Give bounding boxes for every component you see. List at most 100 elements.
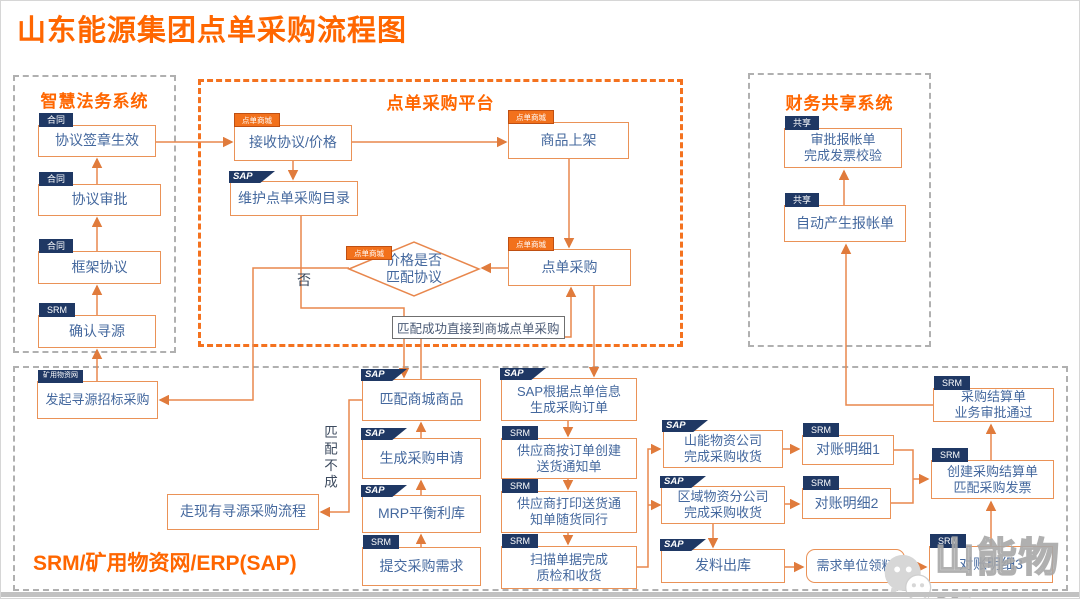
node-goods-on-shelf: 点单商城 商品上架 (508, 110, 629, 159)
finance-shared-title: 财务共享系统 (785, 94, 894, 113)
tag-sap-logo: SAP (662, 420, 708, 432)
erp-srm-label: SRM/矿用物资网/ERP(SAP) (33, 552, 297, 575)
decision-price-match: 价格是否 匹配协议 (386, 251, 442, 286)
node-maintain-catalog: SAP 维护点单采购目录 (229, 171, 358, 216)
node-supplier-print-asn: SRM 供应商打印送货通 知单随货同行 (501, 479, 637, 533)
tag-share: 共享 (785, 193, 820, 208)
node-confirm-sourcing: SRM 确认寻源 (38, 303, 156, 348)
container-finance-shared (748, 73, 931, 347)
tag-contract: 合同 (39, 172, 74, 187)
node-label: 自动产生报帐单 (796, 214, 894, 231)
node-label: 创建采购结算单 匹配采购发票 (946, 463, 1038, 495)
node-label: 协议签章生效 (55, 132, 139, 149)
tag-srm: SRM (363, 535, 399, 550)
node-label: 供应商打印送货通 知单随货同行 (516, 496, 621, 527)
node-label: 需求单位领料 (816, 558, 895, 574)
node-agreement-approval: 合同 协议审批 (38, 172, 161, 216)
node-shanneng-receive: SAP 山能物资公司 完成采购收货 (662, 420, 783, 468)
node-label: 发料出库 (695, 557, 751, 574)
tag-order-mall: 点单商城 (346, 246, 392, 261)
node-regional-receive: SAP 区域物资分公司 完成采购收货 (660, 476, 785, 524)
node-auto-expense-doc: 共享 自动产生报帐单 (784, 193, 906, 242)
node-label: 商品上架 (540, 131, 597, 148)
tag-sap-logo: SAP (660, 539, 706, 551)
node-label: SAP根据点单信息 生成采购订单 (516, 383, 621, 415)
tag-srm: SRM (932, 448, 968, 463)
tag-sap-logo: SAP (229, 171, 275, 183)
order-platform-title: 点单采购平台 (386, 94, 495, 113)
node-sign-effective: 合同 协议签章生效 (38, 113, 156, 157)
tag-mining-net: 矿用物资网 (38, 370, 83, 383)
node-label: 对账明细3 (959, 555, 1023, 572)
node-label: 匹配商城商品 (379, 391, 464, 408)
edge-label-match-success: 匹配成功直接到商城点单采购 (392, 316, 565, 339)
node-label: 走现有寻源采购流程 (180, 503, 306, 520)
node-existing-sourcing-process: 走现有寻源采购流程 (167, 494, 319, 530)
node-label: MRP平衡利库 (377, 505, 466, 522)
container-order-platform (198, 79, 683, 347)
node-settlement-approved: SRM 采购结算单 业务审批通过 (933, 376, 1054, 422)
tag-srm: SRM (39, 303, 75, 318)
node-label: 确认寻源 (69, 322, 125, 339)
node-approve-expense-invoice: 共享 审批报帐单 完成发票校验 (784, 116, 902, 168)
edge-label-no: 否 (297, 272, 311, 288)
node-label: 采购结算单 业务审批通过 (954, 389, 1033, 420)
node-receive-agreement-price: 点单商城 接收协议/价格 (234, 113, 352, 161)
node-label: 提交采购需求 (379, 557, 464, 574)
node-create-settlement: SRM 创建采购结算单 匹配采购发票 (931, 448, 1054, 499)
tag-share: 共享 (785, 116, 820, 131)
tag-contract: 合同 (39, 239, 74, 254)
node-label: 审批报帐单 完成发票校验 (803, 132, 882, 163)
node-supplier-create-asn: SRM 供应商按订单创建 送货通知单 (501, 426, 637, 479)
page-title: 山东能源集团点单采购流程图 (17, 15, 408, 47)
node-create-pr: SAP 生成采购申请 (361, 428, 481, 479)
node-recon-detail-3: SRM 对账明细3 (929, 534, 1053, 583)
tag-contract: 合同 (39, 113, 74, 128)
node-issue-stock: SAP 发料出库 (660, 539, 785, 583)
tag-srm: SRM (502, 534, 538, 549)
tag-srm: SRM (803, 423, 839, 438)
tag-srm: SRM (930, 534, 966, 549)
node-framework-agreement: 合同 框架协议 (38, 239, 161, 284)
node-label: 点单采购 (541, 258, 598, 275)
container-erp-srm (13, 366, 1068, 591)
node-match-mall-goods: SAP 匹配商城商品 (361, 369, 481, 421)
node-label: 框架协议 (71, 258, 128, 275)
node-label: 供应商按订单创建 送货通知单 (516, 442, 621, 474)
node-recon-detail-2: SRM 对账明细2 (802, 476, 891, 519)
node-label: 对账明细2 (814, 494, 879, 511)
tag-sap-logo: SAP (500, 368, 546, 380)
node-scan-receipt: SRM 扫描单据完成 质检和收货 (501, 534, 637, 589)
bottom-frame-line (1, 592, 1079, 597)
node-mrp-balance: SAP MRP平衡利库 (361, 485, 481, 533)
node-sap-create-po: SAP SAP根据点单信息 生成采购订单 (500, 368, 637, 421)
legal-system-title: 智慧法务系统 (40, 92, 149, 111)
node-label: 生成采购申请 (379, 449, 464, 466)
edge-label-match-fail: 匹配不成 (322, 425, 337, 491)
node-label: 对账明细1 (816, 441, 880, 458)
tag-order-mall: 点单商城 (508, 237, 554, 252)
tag-srm: SRM (934, 376, 970, 391)
node-recon-detail-1: SRM 对账明细1 (802, 423, 894, 465)
tag-sap-logo: SAP (660, 476, 706, 488)
tag-sap-logo: SAP (361, 428, 407, 440)
tag-order-mall: 点单商城 (234, 113, 280, 128)
tag-sap-logo: SAP (361, 485, 407, 497)
node-label: 维护点单采购目录 (238, 189, 350, 206)
node-label: 扫描单据完成 质检和收货 (529, 551, 608, 583)
node-label: 山能物资公司 完成采购收货 (683, 433, 762, 464)
node-initiate-sourcing-tender: 矿用物资网 发起寻源招标采购 (37, 370, 158, 419)
node-label: 发起寻源招标采购 (45, 392, 150, 408)
tag-srm: SRM (502, 479, 538, 494)
tag-order-mall: 点单商城 (508, 110, 554, 125)
node-order-purchase: 点单商城 点单采购 (508, 237, 631, 286)
tag-srm: SRM (803, 476, 839, 491)
node-label: 接收协议/价格 (249, 134, 337, 151)
node-label: 协议审批 (71, 191, 128, 208)
tag-sap-logo: SAP (361, 369, 407, 381)
tag-srm: SRM (502, 426, 538, 441)
node-demand-unit-pick: 需求单位领料 (806, 549, 905, 583)
node-submit-demand: SRM 提交采购需求 (362, 535, 481, 586)
